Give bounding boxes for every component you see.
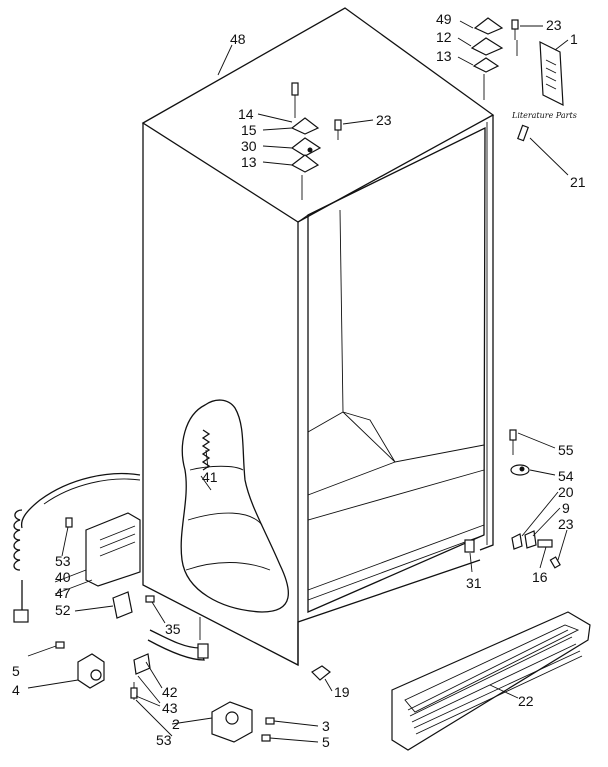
drain-tube (147, 629, 209, 661)
toe-grille (391, 611, 591, 751)
compressor-mount-left (55, 641, 105, 689)
callout-53: 53 (55, 553, 71, 569)
callout-9: 9 (562, 500, 570, 516)
callout-49: 49 (436, 11, 452, 27)
callout-41: 41 (202, 469, 218, 485)
callout-22: 22 (518, 693, 534, 709)
callout-23: 23 (546, 17, 562, 33)
callout-35: 35 (165, 621, 181, 637)
callout-5: 5 (12, 663, 20, 679)
drain-bracket (130, 653, 151, 700)
callout-48: 48 (230, 31, 246, 47)
power-cord (13, 472, 141, 623)
callout-20: 20 (558, 484, 574, 500)
callout-1: 1 (570, 31, 578, 47)
callout-16: 16 (532, 569, 548, 585)
upper-right-hinge-assembly (470, 17, 519, 100)
leader-lines (27, 20, 569, 743)
cabinet-body (141, 7, 495, 667)
callout-30: 30 (241, 138, 257, 154)
callout-31: 31 (466, 575, 482, 591)
callout-43: 43 (162, 700, 178, 716)
callout-2: 2 (172, 716, 180, 732)
callout-3: 3 (322, 718, 330, 734)
callout-54: 54 (558, 468, 574, 484)
callout-21: 21 (570, 174, 586, 190)
top-hinge-assembly (290, 82, 342, 200)
callout-13: 13 (436, 48, 452, 64)
callout-40: 40 (55, 569, 71, 585)
callout-23: 23 (558, 516, 574, 532)
electrical-box (65, 512, 141, 587)
callout-42: 42 (162, 684, 178, 700)
callout-13: 13 (241, 154, 257, 170)
callout-4: 4 (12, 682, 20, 698)
drain-tube-coil (201, 429, 211, 471)
callout-5: 5 (322, 734, 330, 750)
callout-15: 15 (241, 122, 257, 138)
callout-14: 14 (238, 106, 254, 122)
callout-12: 12 (436, 29, 452, 45)
clip-19 (311, 665, 331, 681)
lower-right-hinge-assembly (464, 429, 561, 569)
callout-labels: 48 49 23 12 13 1 14 15 23 30 13 21 41 55… (12, 11, 586, 750)
callout-23: 23 (376, 112, 392, 128)
callout-19: 19 (334, 684, 350, 700)
callout-53: 53 (156, 732, 172, 748)
compressor-mount-bottom (211, 701, 275, 743)
callout-55: 55 (558, 442, 574, 458)
callout-47: 47 (55, 585, 71, 601)
literature-parts: Literature Parts (511, 41, 577, 120)
callout-52: 52 (55, 602, 71, 618)
tube-clip (517, 124, 529, 142)
relay-clip (112, 591, 155, 619)
literature-label: Literature Parts (511, 111, 577, 120)
